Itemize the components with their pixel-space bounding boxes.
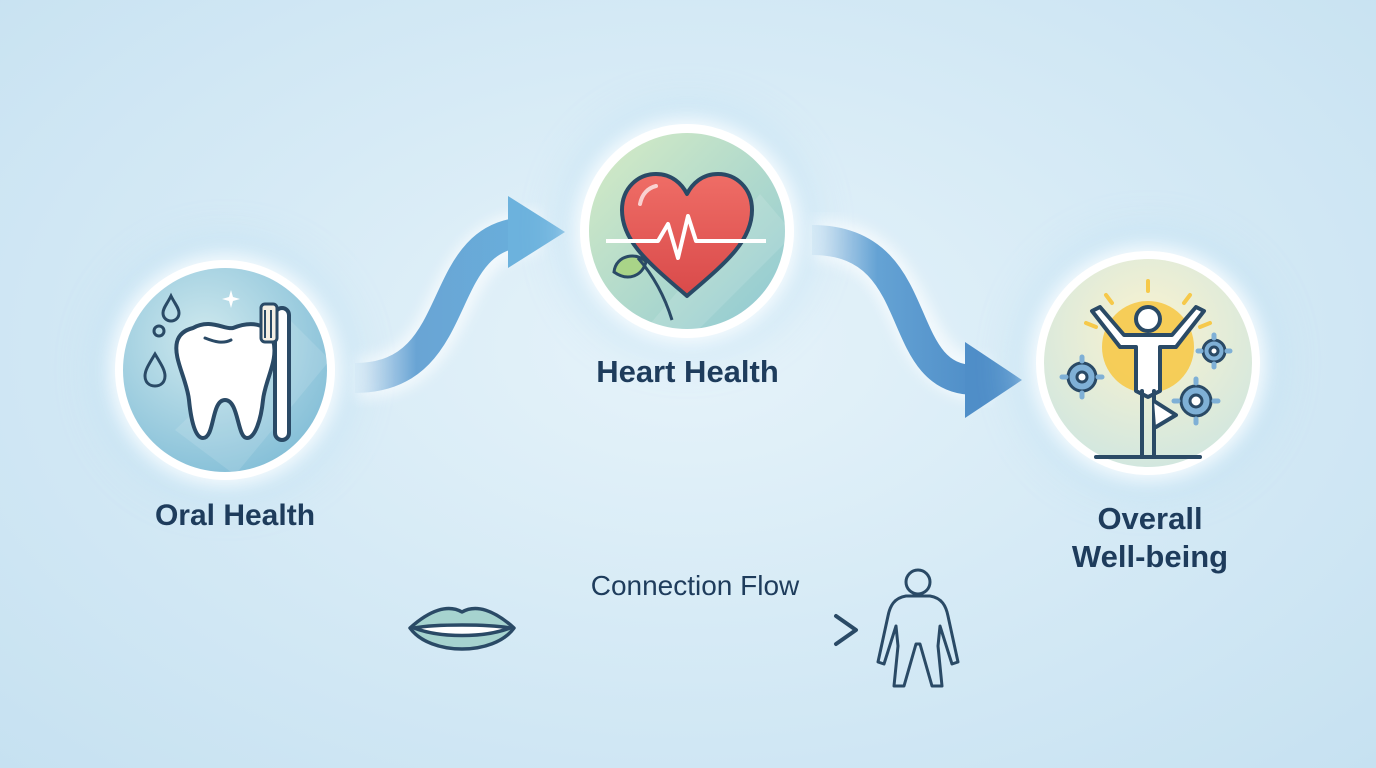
wellbeing-label-line1: Overall [1097, 501, 1203, 536]
arrow-oral-to-heart [354, 196, 565, 393]
connection-flow-label: Connection Flow [590, 570, 800, 601]
tooth-toothbrush-icon [123, 268, 330, 475]
wellbeing-node [1036, 251, 1260, 475]
wellbeing-label-line2: Well-being [1071, 539, 1229, 574]
person-yoga-icon [1044, 259, 1252, 467]
heart-health-node [580, 124, 794, 338]
lips-icon [408, 606, 516, 651]
arrow-heart-to-wellbeing [811, 225, 1022, 418]
heart-health-label: Heart Health [596, 354, 779, 389]
oral-health-label: Oral Health [154, 499, 316, 532]
human-body-icon [876, 568, 960, 688]
oral-health-node [115, 260, 335, 480]
wellbeing-label: Overall Well-being [1030, 500, 1270, 576]
connection-arrow [548, 614, 858, 646]
heart-pulse-icon [589, 133, 794, 338]
